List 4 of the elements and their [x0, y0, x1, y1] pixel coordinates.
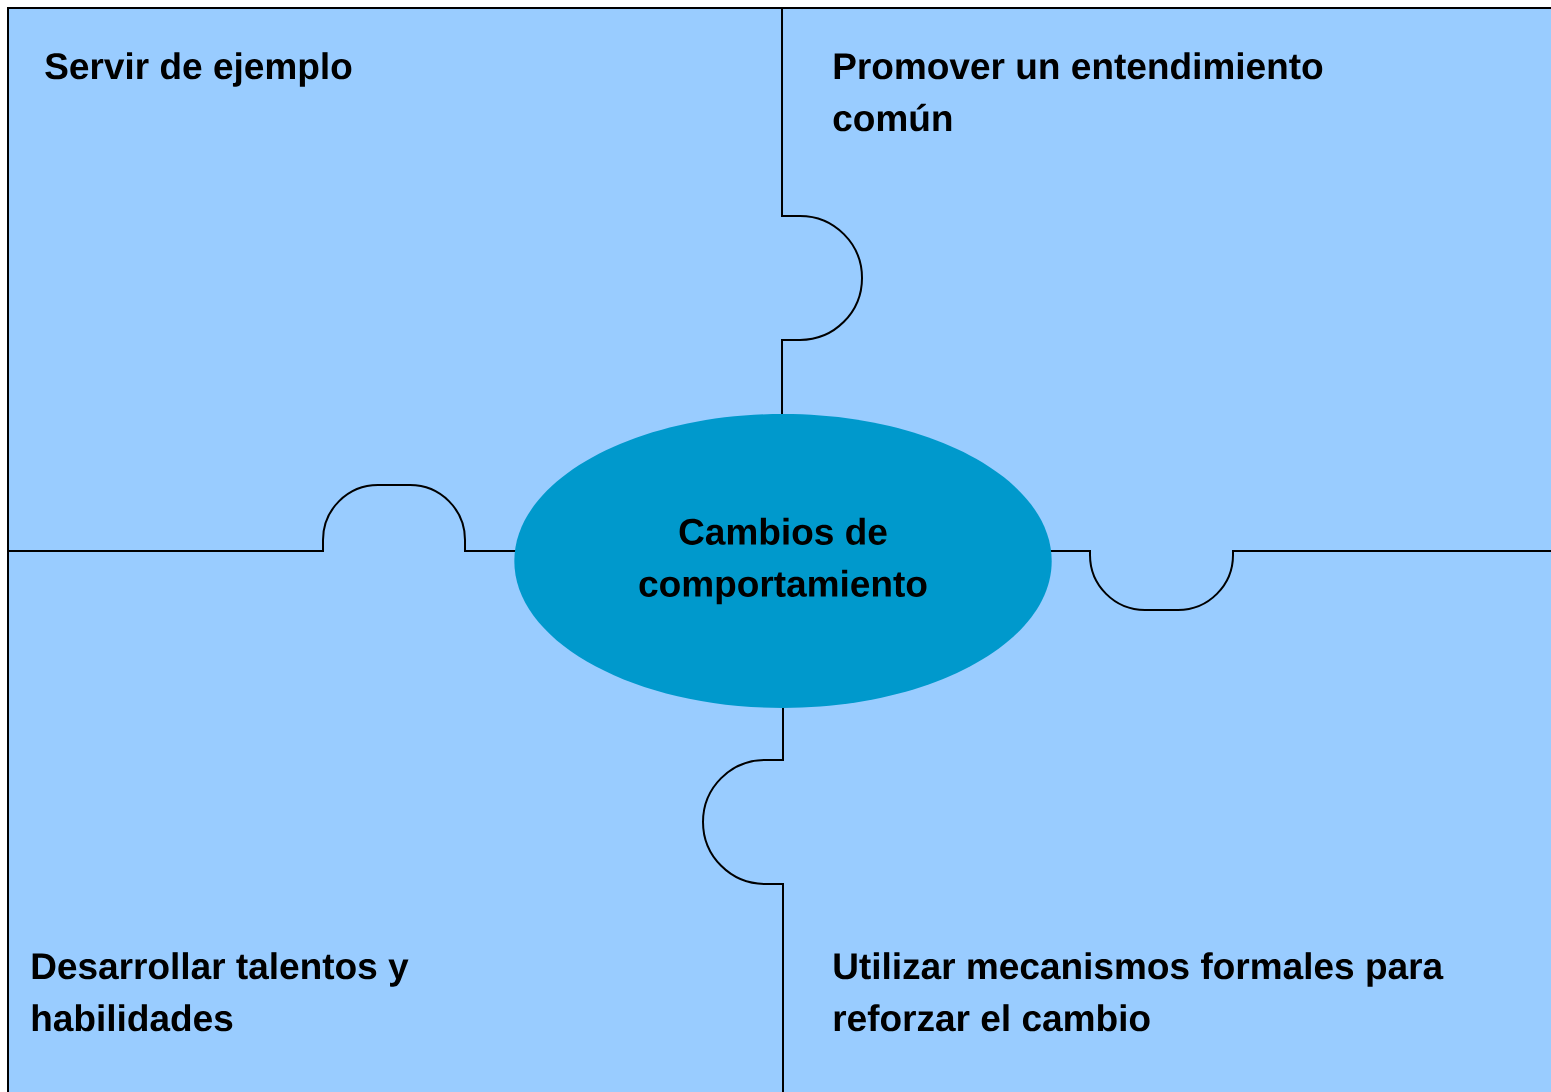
node-label: Promover un entendimiento común: [833, 52, 1323, 132]
node-label: Utilizar mecanismos formales para reforzar el cambio: [834, 952, 1444, 1032]
node-label: Servir de ejemplo: [45, 52, 352, 87]
node-label: Desarrollar talentos y habilidades: [32, 952, 409, 1032]
